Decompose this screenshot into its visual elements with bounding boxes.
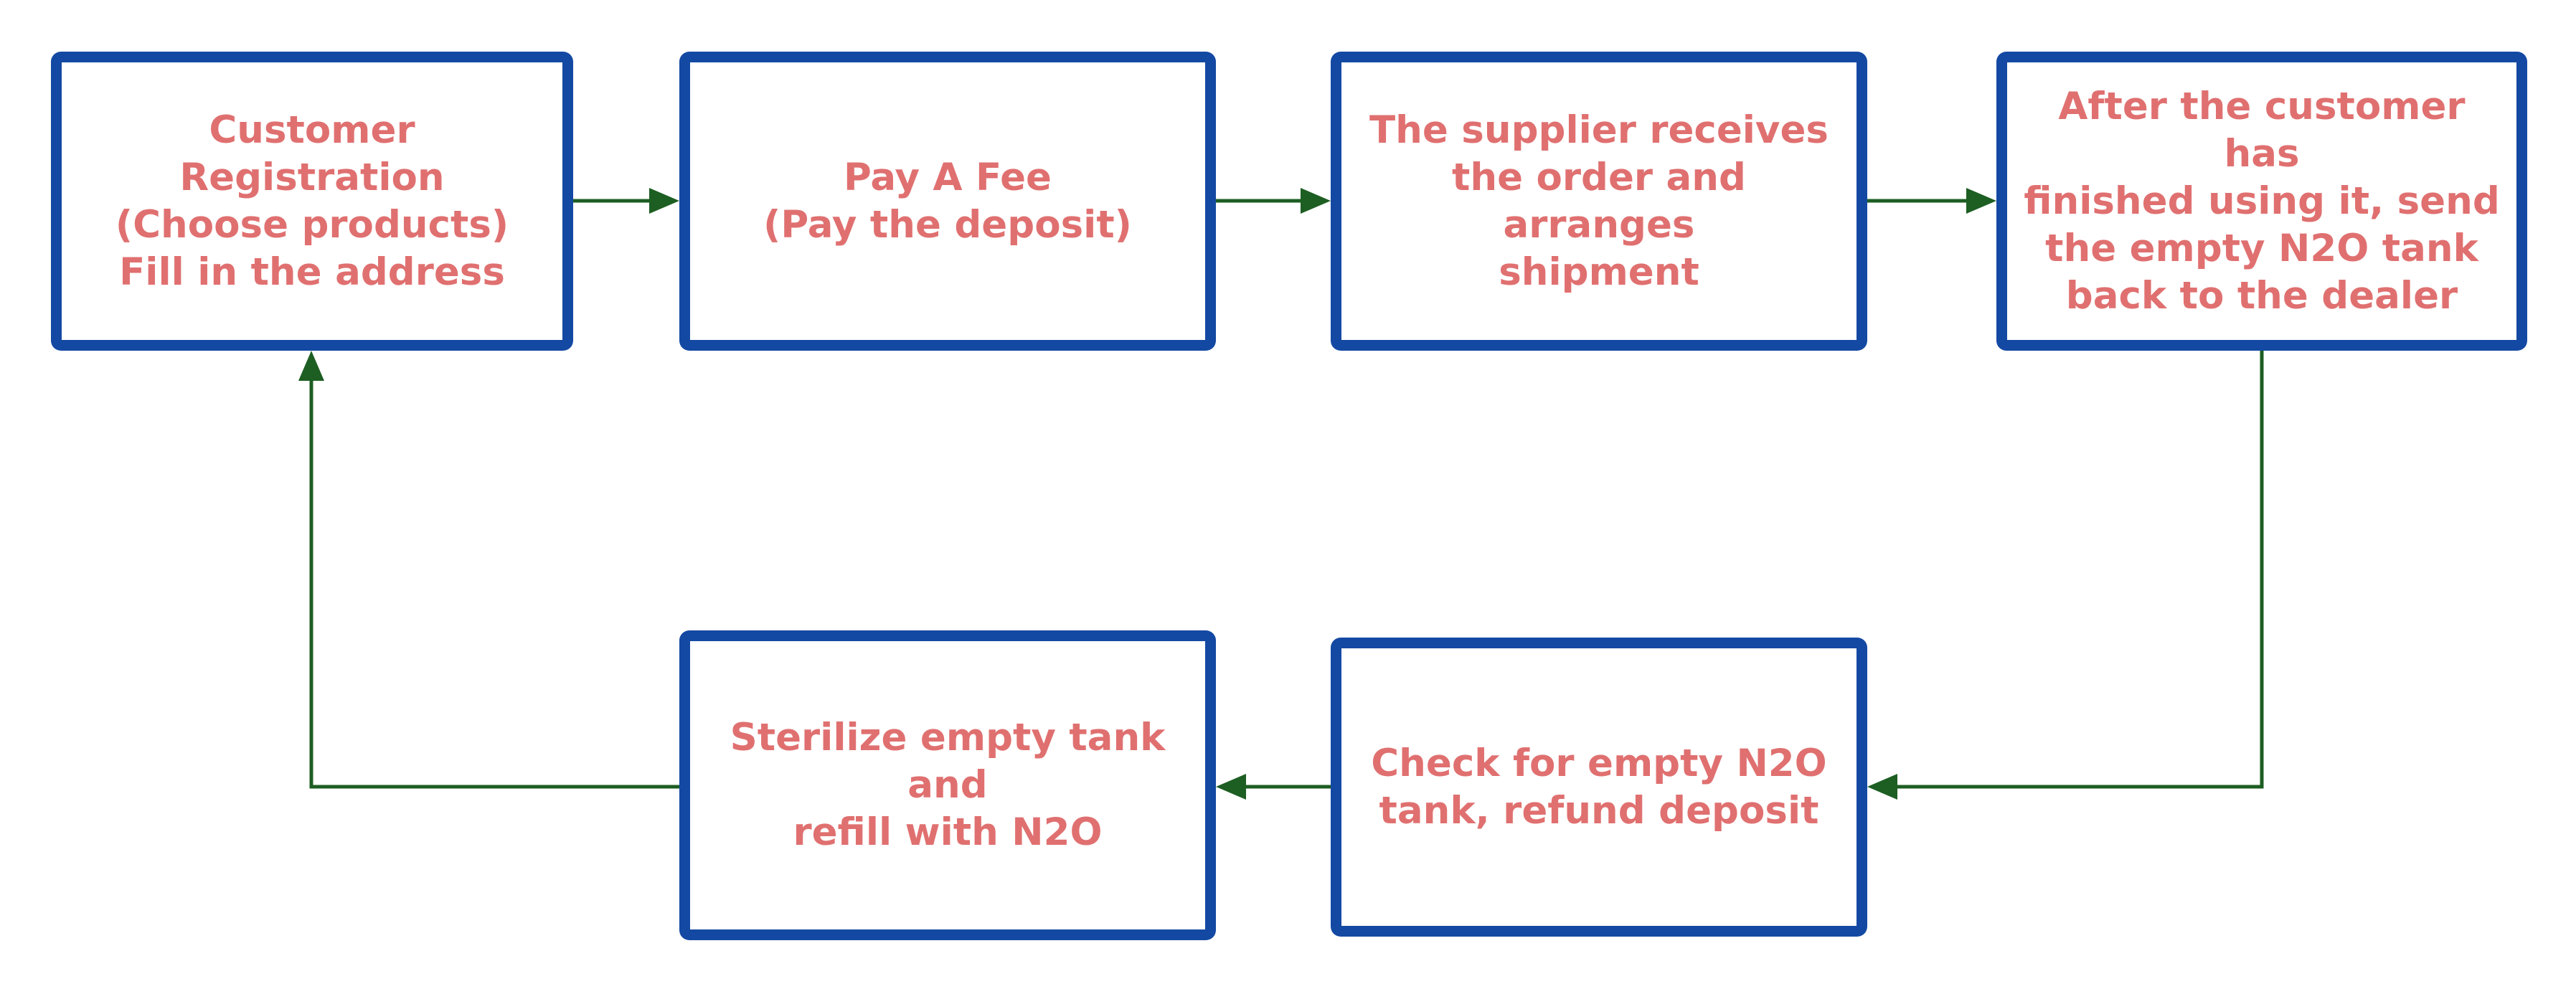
step-label: Customer Registration (Choose products) … [115,108,509,294]
step-supplier-ships: The supplier receives the order and arra… [1331,52,1867,351]
arrowhead-icon [1216,774,1246,800]
step-pay-a-fee: Pay A Fee (Pay the deposit) [679,52,1216,351]
arrowhead-icon [298,351,324,381]
step-check-refund: Check for empty N2O tank, refund deposit [1331,638,1867,937]
step-label: Check for empty N2O tank, refund deposit [1371,741,1827,833]
step-label: Sterilize empty tank and refill with N2O [730,716,1166,854]
connector-return-to-check [1867,351,2264,800]
connector-check-to-sterilize [1216,774,1331,800]
connector-supplier-to-return [1867,188,1996,214]
arrowhead-icon [1867,774,1897,800]
arrowhead-icon [1966,188,1996,214]
arrowhead-icon [1301,188,1331,214]
step-label: After the customer has finished using it… [2024,84,2500,318]
step-label: The supplier receives the order and arra… [1369,108,1829,294]
step-customer-registration: Customer Registration (Choose products) … [51,52,573,351]
connector-fee-to-supplier [1216,188,1331,214]
arrowhead-icon [649,188,679,214]
connector-sterilize-to-registration [298,351,679,789]
connector-registration-to-fee [573,188,679,214]
step-sterilize-refill: Sterilize empty tank and refill with N2O [679,630,1216,940]
step-return-empty-tank: After the customer has finished using it… [1996,52,2527,351]
step-label: Pay A Fee (Pay the deposit) [763,155,1132,247]
